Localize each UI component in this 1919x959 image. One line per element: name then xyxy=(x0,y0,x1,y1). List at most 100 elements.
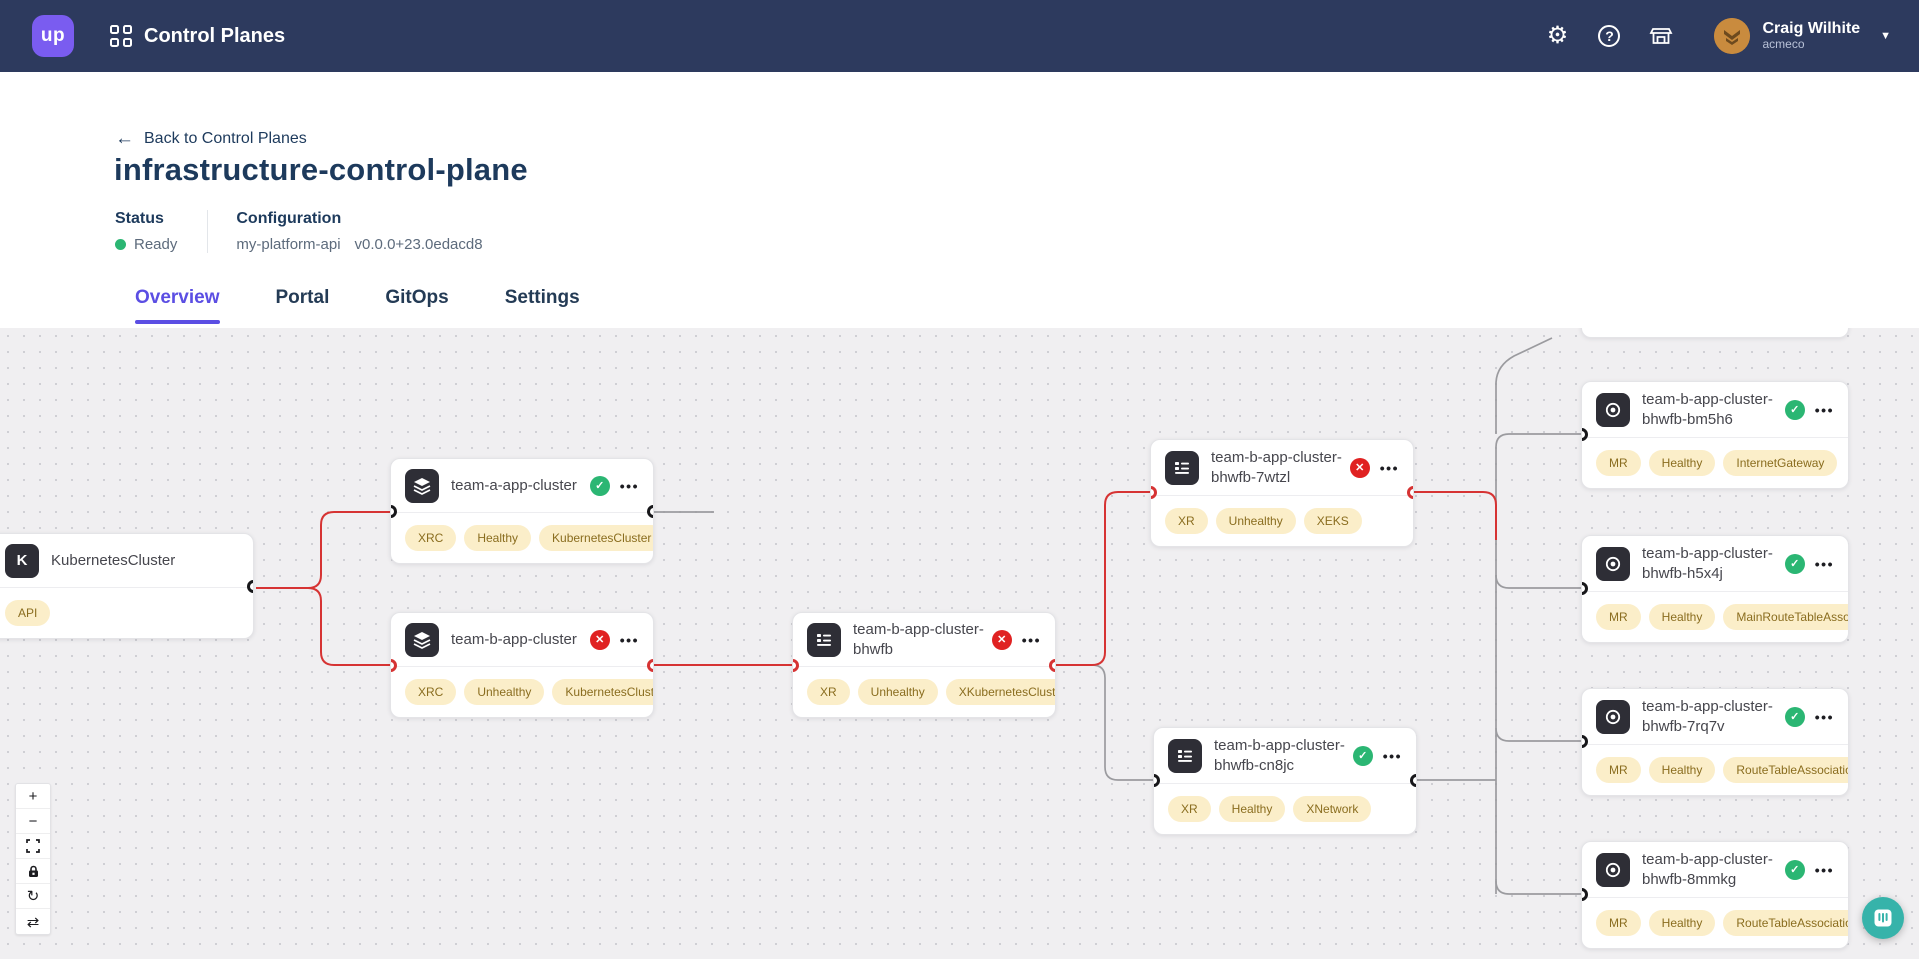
refresh-button[interactable]: ⇄ xyxy=(26,913,40,931)
chevron-down-icon: ▼ xyxy=(1880,30,1891,42)
input-port[interactable] xyxy=(1582,582,1588,595)
back-link-label: Back to Control Planes xyxy=(144,130,307,147)
input-port[interactable] xyxy=(1582,888,1588,901)
canvas-controls: + − ↻ ⇄ xyxy=(15,783,51,935)
node-badge: XR xyxy=(807,679,850,705)
apps-grid-icon[interactable] xyxy=(110,25,132,47)
node-badge: Healthy xyxy=(464,525,532,551)
node-name: team-b-app-cluster-bhwfb xyxy=(853,621,984,658)
tab-gitops[interactable]: GitOps xyxy=(385,287,449,308)
output-port[interactable] xyxy=(647,659,653,672)
help-icon[interactable]: ? xyxy=(1596,23,1622,49)
node-menu-button[interactable]: ••• xyxy=(1814,708,1834,725)
input-port[interactable] xyxy=(1151,486,1157,499)
node-badge: Healthy xyxy=(1648,757,1716,783)
node-badge: Unhealthy xyxy=(1215,508,1296,534)
node-name: team-b-app-cluster-bhwfb-h5x4j xyxy=(1642,545,1773,582)
status-label: Status xyxy=(115,210,164,227)
node-menu-button[interactable]: ••• xyxy=(619,477,639,494)
status-value: Ready xyxy=(134,236,178,253)
rotate-button[interactable]: ↻ xyxy=(16,884,50,909)
node-team-b-app-cluster-bhwfb-bm5h6[interactable]: team-b-app-cluster-bhwfb-bm5h6 ✓ ••• MR … xyxy=(1581,381,1849,489)
input-port[interactable] xyxy=(391,505,397,518)
node-badge: XRC xyxy=(405,679,457,705)
node-team-a-app-cluster[interactable]: team-a-app-cluster ✓ ••• XRC Healthy Kub… xyxy=(390,458,654,564)
node-badge: MR xyxy=(1596,604,1641,630)
node-team-b-app-cluster-bhwfb-8mmkg[interactable]: team-b-app-cluster-bhwfb-8mmkg ✓ ••• MR … xyxy=(1581,841,1849,949)
node-name: team-b-app-cluster-bhwfb-cn8jc xyxy=(1214,737,1345,774)
target-icon xyxy=(1596,699,1630,734)
node-card-partial[interactable] xyxy=(1581,328,1849,338)
input-port[interactable] xyxy=(1582,735,1588,748)
node-team-b-app-cluster-bhwfb-7wtzl[interactable]: team-b-app-cluster-bhwfb-7wtzl ✕ ••• XR … xyxy=(1150,439,1414,547)
node-menu-button[interactable]: ••• xyxy=(619,631,639,648)
tab-bar: Overview Portal GitOps Settings xyxy=(135,287,580,324)
output-port[interactable] xyxy=(247,580,253,593)
status-column: Status Ready xyxy=(115,210,207,253)
node-badge: Unhealthy xyxy=(857,679,938,705)
node-team-b-app-cluster-bhwfb-7rq7v[interactable]: team-b-app-cluster-bhwfb-7rq7v ✓ ••• MR … xyxy=(1581,688,1849,796)
graph-canvas[interactable]: K KubernetesCluster API team-a-app-clust… xyxy=(0,328,1919,959)
output-port[interactable] xyxy=(1410,774,1416,787)
output-port[interactable] xyxy=(1407,486,1413,499)
tab-settings[interactable]: Settings xyxy=(504,287,580,308)
page-header: ← Back to Control Planes infrastructure-… xyxy=(0,72,1919,328)
node-name: team-b-app-cluster-bhwfb-bm5h6 xyxy=(1642,391,1773,428)
node-menu-button[interactable]: ••• xyxy=(1814,401,1834,418)
lock-button[interactable] xyxy=(16,859,50,884)
node-badge: MR xyxy=(1596,757,1641,783)
node-badge: API xyxy=(5,600,51,626)
tab-portal[interactable]: Portal xyxy=(275,287,330,308)
node-menu-button[interactable]: ••• xyxy=(1021,631,1041,648)
output-port[interactable] xyxy=(1049,659,1055,672)
back-link[interactable]: ← Back to Control Planes xyxy=(115,128,307,150)
list-icon xyxy=(1168,738,1202,773)
target-icon xyxy=(1596,852,1630,887)
node-badge: XRC xyxy=(405,525,457,551)
node-badge: MainRouteTableAssociation xyxy=(1723,604,1848,630)
user-org: acmeco xyxy=(1762,37,1805,52)
marketplace-icon[interactable] xyxy=(1648,23,1674,49)
node-kubernetescluster[interactable]: K KubernetesCluster API xyxy=(0,533,254,639)
healthy-check-icon: ✓ xyxy=(1784,706,1805,727)
node-badge: XNetwork xyxy=(1293,796,1372,822)
user-menu[interactable]: Craig Wilhite acmeco ▼ xyxy=(1714,18,1891,54)
node-badge: MR xyxy=(1596,450,1641,476)
node-team-b-app-cluster[interactable]: team-b-app-cluster ✕ ••• XRC Unhealthy K… xyxy=(390,612,654,718)
chat-launcher-button[interactable] xyxy=(1862,897,1904,939)
healthy-check-icon: ✓ xyxy=(1784,553,1805,574)
zoom-out-button[interactable]: − xyxy=(16,809,50,834)
page-title: infrastructure-control-plane xyxy=(114,152,528,187)
node-badge: InternetGateway xyxy=(1723,450,1838,476)
list-icon xyxy=(807,622,841,657)
tab-overview[interactable]: Overview xyxy=(135,287,220,324)
input-port[interactable] xyxy=(1154,774,1160,787)
node-team-b-app-cluster-bhwfb[interactable]: team-b-app-cluster-bhwfb ✕ ••• XR Unheal… xyxy=(792,612,1056,718)
node-badge: KubernetesCluster xyxy=(552,679,653,705)
healthy-check-icon: ✓ xyxy=(1784,399,1805,420)
input-port[interactable] xyxy=(1582,428,1588,441)
healthy-check-icon: ✓ xyxy=(1784,859,1805,880)
meta-section: Status Ready Configuration my-platform-a… xyxy=(115,210,513,253)
node-menu-button[interactable]: ••• xyxy=(1814,861,1834,878)
node-badge: Healthy xyxy=(1648,910,1716,936)
fit-view-button[interactable] xyxy=(16,834,50,859)
configuration-column: Configuration my-platform-api v0.0.0+23.… xyxy=(207,210,512,253)
node-menu-button[interactable]: ••• xyxy=(1379,459,1399,476)
output-port[interactable] xyxy=(647,505,653,518)
input-port[interactable] xyxy=(391,659,397,672)
zoom-in-button[interactable]: + xyxy=(16,784,50,809)
node-menu-button[interactable]: ••• xyxy=(1382,747,1402,764)
input-port[interactable] xyxy=(793,659,799,672)
settings-gear-icon[interactable]: ⚙ xyxy=(1546,22,1569,49)
node-badge: XKubernetesCluster xyxy=(945,679,1055,705)
configuration-name[interactable]: my-platform-api xyxy=(236,236,341,253)
node-team-b-app-cluster-bhwfb-cn8jc[interactable]: team-b-app-cluster-bhwfb-cn8jc ✓ ••• XR … xyxy=(1153,727,1417,835)
upbound-logo[interactable]: up xyxy=(32,15,74,57)
node-team-b-app-cluster-bhwfb-h5x4j[interactable]: team-b-app-cluster-bhwfb-h5x4j ✓ ••• MR … xyxy=(1581,535,1849,643)
node-badge: MR xyxy=(1596,910,1641,936)
node-menu-button[interactable]: ••• xyxy=(1814,555,1834,572)
node-name: team-b-app-cluster-bhwfb-7rq7v xyxy=(1642,698,1773,735)
configuration-label: Configuration xyxy=(236,210,342,227)
